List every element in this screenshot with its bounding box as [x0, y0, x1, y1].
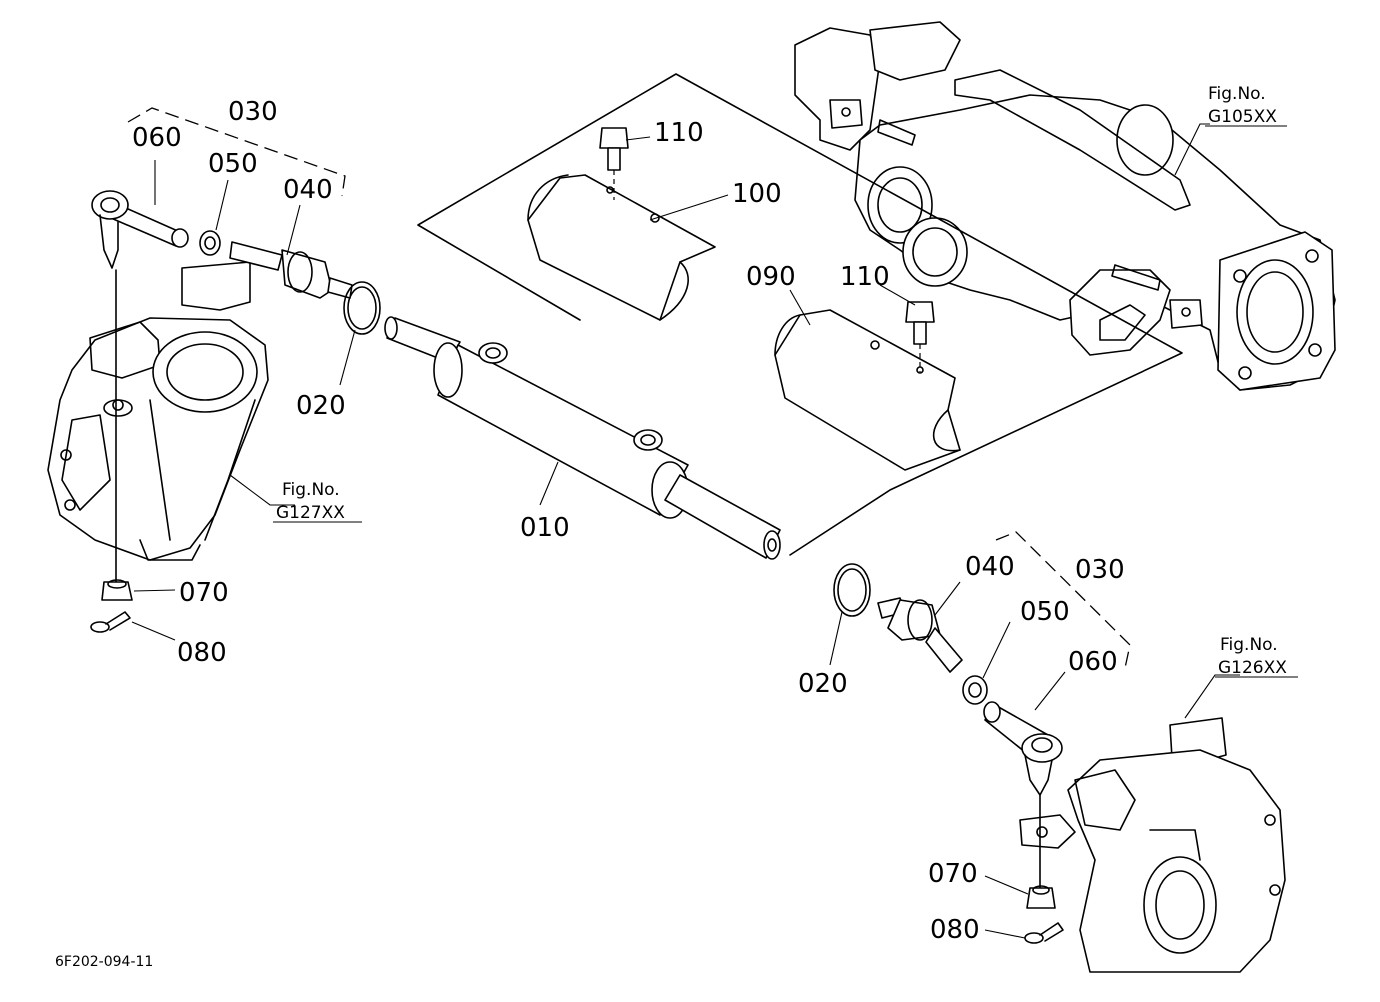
fig-g105-code: G105XX — [1208, 107, 1277, 127]
lock-nut-050-right — [962, 675, 988, 705]
cover-frame — [417, 73, 1183, 556]
cotter-pin-080-right — [1024, 922, 1064, 944]
cotter-pin-080-left — [90, 611, 131, 633]
callout-030-left: 030 — [228, 97, 278, 127]
right-steering-knuckle — [1019, 717, 1286, 973]
assembly-030-left-bracket — [127, 107, 346, 197]
assembly-030-right-bracket — [995, 531, 1131, 669]
callout-040-right: 040 — [965, 552, 1015, 582]
snap-ring-020-right — [833, 563, 871, 617]
joint-040-left — [229, 241, 353, 299]
joint-040-right — [877, 597, 963, 673]
callout-110-lower: 110 — [840, 262, 890, 292]
callout-020-left: 020 — [296, 391, 346, 421]
callout-100: 100 — [732, 179, 782, 209]
drawing-code: 6F202-094-11 — [55, 954, 153, 970]
front-axle-housing — [794, 21, 1336, 391]
tie-rod-end-left — [91, 190, 189, 596]
callout-050-right: 050 — [1020, 597, 1070, 627]
leader-lines — [131, 123, 1240, 939]
callout-060-right: 060 — [1068, 647, 1118, 677]
lock-nut-050-left — [199, 230, 221, 256]
fig-g127-code: G127XX — [276, 503, 345, 523]
bolt-110-lower — [905, 301, 935, 372]
callout-010: 010 — [520, 513, 570, 543]
callout-080-right: 080 — [930, 915, 980, 945]
left-steering-knuckle — [47, 261, 269, 561]
cylinder-cover-100 — [527, 174, 716, 321]
tie-rod-end-right — [983, 701, 1063, 891]
callout-070-left: 070 — [179, 578, 229, 608]
cylinder-cover-090 — [774, 309, 961, 471]
callout-080-left: 080 — [177, 638, 227, 668]
callout-030-right: 030 — [1075, 555, 1125, 585]
callout-050-left: 050 — [208, 149, 258, 179]
callout-070-right: 070 — [928, 859, 978, 889]
castle-nut-070-right — [1026, 885, 1056, 909]
fig-g127-prefix: Fig.No. — [282, 480, 340, 500]
snap-ring-020-left — [343, 281, 381, 335]
steering-cylinder-010 — [384, 316, 781, 560]
callout-060-left: 060 — [132, 123, 182, 153]
callout-040-left: 040 — [283, 175, 333, 205]
callout-110-upper: 110 — [654, 118, 704, 148]
callout-020-right: 020 — [798, 669, 848, 699]
bolt-110-upper — [599, 127, 629, 200]
fig-g105-prefix: Fig.No. — [1208, 84, 1266, 104]
fig-g126-prefix: Fig.No. — [1220, 635, 1278, 655]
callout-090: 090 — [746, 262, 796, 292]
fig-g126-code: G126XX — [1218, 658, 1287, 678]
castle-nut-070-left — [101, 579, 133, 601]
